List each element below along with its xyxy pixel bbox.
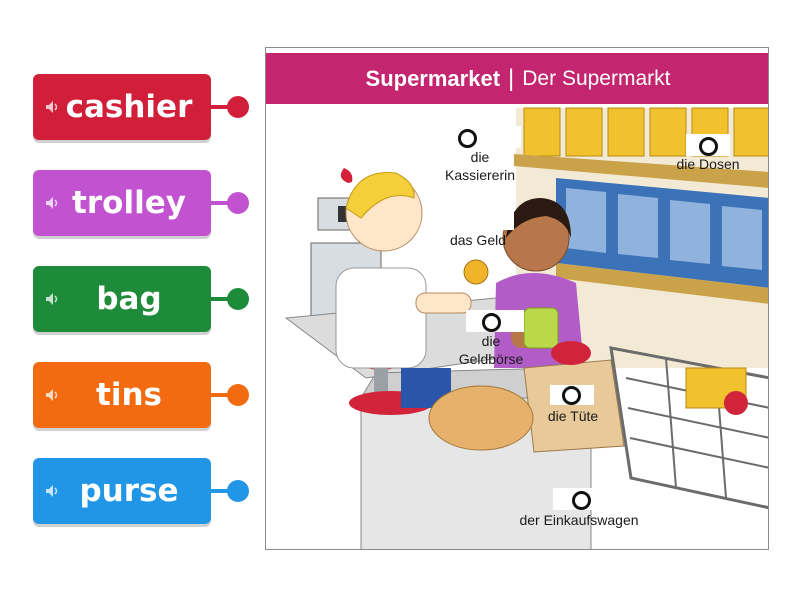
tile-bag[interactable]: bag [33, 266, 249, 332]
connector-dot[interactable] [227, 384, 249, 406]
label-kassiererin: die Kassiererin [420, 148, 540, 184]
answer-slot-1 [299, 128, 377, 168]
speaker-icon[interactable] [45, 484, 61, 498]
supermarket-illustration: Supermarket | Der Supermarkt die Kassier… [265, 47, 769, 550]
tile-label: bag [96, 281, 162, 317]
answer-slot-2 [433, 126, 521, 148]
connector-line [209, 201, 233, 205]
tile-trolley[interactable]: trolley [33, 170, 249, 236]
drop-target-einkaufswagen[interactable] [572, 491, 591, 510]
label-geldboerse-line2: Geldbörse [458, 351, 524, 367]
connector-dot[interactable] [227, 480, 249, 502]
tile-purse[interactable]: purse [33, 458, 249, 524]
speaker-icon[interactable] [45, 100, 61, 114]
answer-slot-4 [452, 208, 514, 230]
drop-target-geldboerse[interactable] [482, 313, 501, 332]
connector-line [209, 393, 233, 397]
label-kassiererin-line1: die [470, 149, 490, 165]
label-kassiererin-line2: Kassiererin [444, 167, 516, 183]
title-german: Der Supermarkt [522, 66, 671, 90]
speaker-icon[interactable] [45, 388, 61, 402]
connector-dot[interactable] [227, 288, 249, 310]
title-english: Supermarket [365, 65, 501, 91]
connector-line [209, 105, 233, 109]
label-geld: das Geld [449, 232, 507, 248]
connector-line [209, 489, 233, 493]
tile-label: tins [96, 377, 162, 413]
tile-label: purse [79, 473, 179, 509]
label-einkaufswagen: der Einkaufswagen [519, 512, 639, 528]
tile-cashier[interactable]: cashier [33, 74, 249, 140]
label-dosen: die Dosen [676, 156, 740, 172]
label-geldboerse-line1: die [481, 333, 501, 349]
connector-line [209, 297, 233, 301]
title-separator: | [508, 64, 515, 92]
label-geldboerse: die Geldbörse [452, 332, 530, 368]
connector-dot[interactable] [227, 96, 249, 118]
label-tuete: die Tüte [547, 408, 599, 424]
drop-target-tuete[interactable] [562, 386, 581, 405]
tile-label: cashier [65, 89, 193, 125]
scene-artwork [284, 107, 768, 549]
tile-label: trolley [72, 185, 186, 221]
drop-target-kassiererin[interactable] [458, 129, 477, 148]
title-banner: Supermarket | Der Supermarkt [266, 53, 768, 104]
speaker-icon[interactable] [45, 196, 61, 210]
drop-target-dosen[interactable] [699, 137, 718, 156]
tile-tins[interactable]: tins [33, 362, 249, 428]
connector-dot[interactable] [227, 192, 249, 214]
speaker-icon[interactable] [45, 292, 61, 306]
